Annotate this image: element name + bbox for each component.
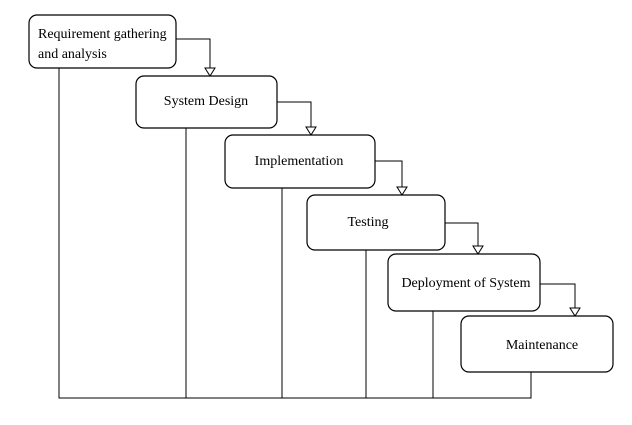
arrow-head-deployment (472, 245, 484, 255)
arrow-head-testing (396, 186, 408, 196)
connector-design-implementation (277, 101, 312, 127)
stage-label: Maintenance (506, 338, 578, 353)
stage-label: Requirement gathering (38, 27, 167, 42)
stage-implementation: Implementation (224, 134, 376, 189)
feedback-lines (58, 68, 532, 399)
stage-label: Implementation (255, 154, 344, 169)
stage-label-line-2: and analysis (38, 47, 107, 62)
stage-testing: Testing (306, 194, 446, 251)
stage-maintenance: Maintenance (460, 315, 614, 373)
stage-deployment: Deployment of System (387, 253, 541, 312)
stage-requirements: Requirement gathering and analysis (28, 14, 177, 69)
stage-label: Deployment of System (401, 276, 530, 291)
feedback-rail (58, 68, 532, 399)
arrow-head-maintenance (569, 307, 581, 317)
connector-requirements-design (176, 38, 211, 68)
forward-connectors (176, 38, 581, 317)
stage-label: Testing (347, 215, 388, 230)
stage-label: System Design (164, 94, 248, 109)
connector-testing-deployment (445, 222, 479, 246)
arrow-head-implementation (305, 126, 317, 136)
arrow-head-design (204, 67, 216, 77)
stage-system-design: System Design (135, 75, 278, 129)
connector-deployment-maintenance (540, 283, 576, 308)
connector-implementation-testing (375, 160, 403, 187)
